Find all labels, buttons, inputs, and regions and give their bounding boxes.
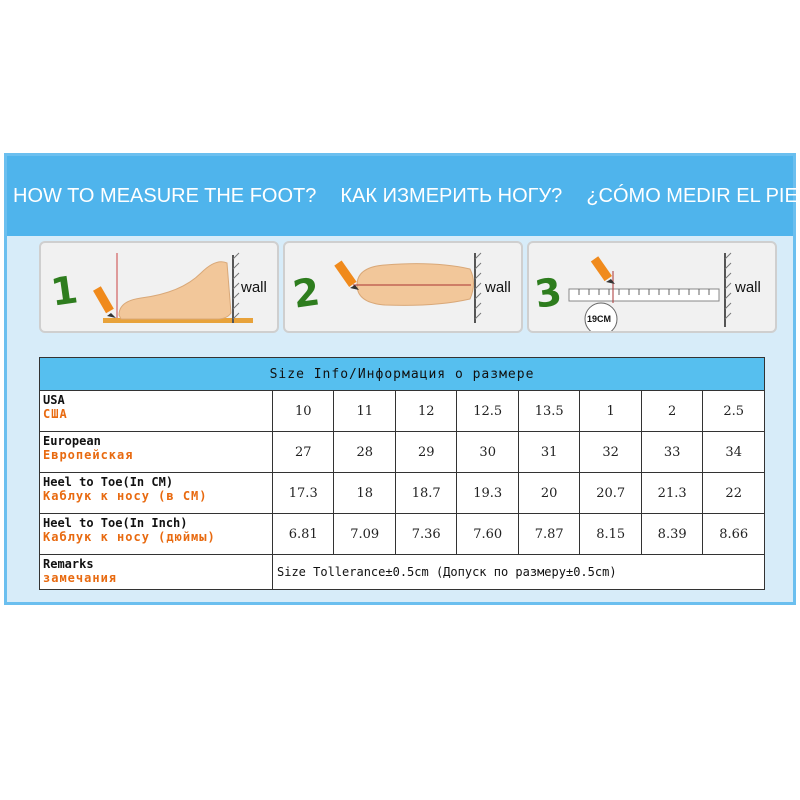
wall-hatching <box>724 252 732 320</box>
table-cell: 2 <box>640 390 704 432</box>
table-row: Heel to Toe(In CM)Каблук к носу (в СМ) 1… <box>39 472 765 514</box>
table-cell: 33 <box>640 431 704 473</box>
measure-label: 19CM <box>587 314 612 324</box>
step-3-panel: 3 19CM wall <box>527 241 777 333</box>
pencil-icon <box>334 260 359 290</box>
pencil-icon <box>93 286 116 318</box>
wall-label: wall <box>735 279 761 296</box>
table-cell: 10 <box>271 390 335 432</box>
table-cell: 32 <box>579 431 642 473</box>
row-label-ru: замечания <box>43 571 118 585</box>
table-cell: 12 <box>394 390 458 432</box>
table-cell: 34 <box>702 431 765 473</box>
ruler-illustration <box>568 252 732 331</box>
foot-top-illustration <box>334 252 482 323</box>
table-cell: 18.7 <box>394 472 458 514</box>
table-cell: 21.3 <box>640 472 704 514</box>
table-cell: 8.15 <box>579 513 642 555</box>
row-label-en: Heel to Toe(In Inch) <box>43 516 188 530</box>
table-cell: 31 <box>517 431 581 473</box>
table-cell: 19.3 <box>456 472 519 514</box>
foot-shape <box>118 261 232 320</box>
table-cell: 30 <box>456 431 519 473</box>
table-cell: 11 <box>333 390 396 432</box>
table-cell: 2.5 <box>702 390 765 432</box>
table-cell: 12.5 <box>456 390 519 432</box>
table-cell: 18 <box>333 472 396 514</box>
magnifier-circle <box>584 302 618 331</box>
table-cell: 7.09 <box>333 513 396 555</box>
step-2-panel: 2 wall <box>283 241 523 333</box>
table-cell: 28 <box>333 431 396 473</box>
wall-hatching <box>474 252 482 320</box>
ruler-ticks <box>578 289 710 295</box>
table-cell: 1 <box>579 390 642 432</box>
row-label: Heel to Toe(In Inch)Каблук к носу (дюймы… <box>39 513 273 555</box>
size-guide-frame: HOW TO MEASURE THE FOOT? КАК ИЗМЕРИТЬ НО… <box>4 153 800 605</box>
title-banner: HOW TO MEASURE THE FOOT? КАК ИЗМЕРИТЬ НО… <box>7 156 800 236</box>
table-title: Size Info/Информация о размере <box>39 357 765 391</box>
row-label-ru: Каблук к носу (в СМ) <box>43 489 208 503</box>
row-label-ru: США <box>43 407 68 421</box>
table-row: Heel to Toe(In Inch)Каблук к носу (дюймы… <box>39 513 765 555</box>
ruler <box>568 288 720 302</box>
table-cell: 7.36 <box>394 513 458 555</box>
table-cell: 27 <box>271 431 335 473</box>
row-label-en: Heel to Toe(In CM) <box>43 475 174 489</box>
remarks-text: Size Tollerance±0.5cm (Допуск по размеру… <box>272 554 765 590</box>
row-label-en: Remarks <box>43 557 94 571</box>
table-cell: 29 <box>394 431 458 473</box>
row-label-ru: Европейская <box>43 448 134 462</box>
table-cell: 22 <box>702 472 765 514</box>
wall-label: wall <box>241 279 267 296</box>
banner-title-ru: КАК ИЗМЕРИТЬ НОГУ? <box>340 184 563 207</box>
row-label-ru: Каблук к носу (дюймы) <box>43 530 216 544</box>
row-label: Heel to Toe(In CM)Каблук к носу (в СМ) <box>39 472 273 514</box>
wall-label: wall <box>485 279 511 296</box>
pencil-icon <box>590 256 615 284</box>
table-cell: 7.60 <box>456 513 519 555</box>
table-cell: 20.7 <box>579 472 642 514</box>
banner-title-en: HOW TO MEASURE THE FOOT? <box>13 184 317 207</box>
table-cell: 7.87 <box>517 513 581 555</box>
table-cell: 6.81 <box>271 513 335 555</box>
row-label-en: USA <box>43 393 65 407</box>
step-1-panel: 1 wall <box>39 241 279 333</box>
table-cell: 13.5 <box>517 390 581 432</box>
floor-line <box>103 318 253 323</box>
table-cell: 8.66 <box>702 513 765 555</box>
table-cell: 20 <box>517 472 581 514</box>
table-cell: 8.39 <box>640 513 704 555</box>
wall-hatching <box>232 252 240 320</box>
row-label-en: European <box>43 434 101 448</box>
foot-side-illustration <box>93 252 253 323</box>
banner-title-es: ¿CÓMO MEDIR EL PIE? <box>586 184 800 207</box>
table-cell: 17.3 <box>271 472 335 514</box>
